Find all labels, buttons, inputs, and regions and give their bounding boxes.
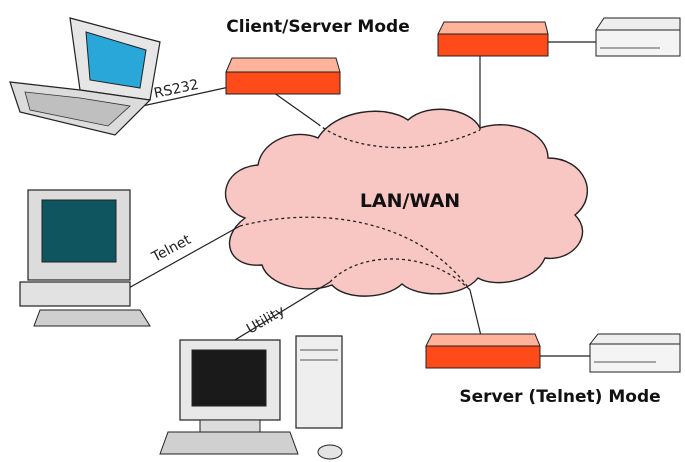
bottom-server-to-cloud-line bbox=[469, 289, 483, 341]
virtual-path-utility bbox=[329, 258, 471, 291]
lan-wan-cloud bbox=[224, 108, 588, 297]
virtual-path-telnet bbox=[239, 216, 471, 291]
telnet-label: Telnet bbox=[148, 232, 194, 266]
server-telnet-mode-title: Server (Telnet) Mode bbox=[459, 387, 660, 407]
client-server-mode-title: Client/Server Mode bbox=[226, 17, 409, 37]
workstation-icon bbox=[159, 335, 343, 460]
device-server-client bbox=[225, 57, 341, 95]
serial-terminal-bottom bbox=[588, 333, 681, 373]
device-server-bottom-right bbox=[425, 333, 541, 369]
serial-terminal-top bbox=[595, 17, 681, 57]
utility-label: Utility bbox=[244, 303, 288, 337]
cloud-label: LAN/WAN bbox=[360, 190, 460, 212]
laptop-icon bbox=[9, 17, 161, 136]
device-server-to-cloud-line bbox=[269, 89, 319, 125]
desktop-computer-icon bbox=[19, 189, 151, 327]
telnet-line bbox=[124, 225, 241, 291]
virtual-path-client-server bbox=[317, 123, 481, 149]
device-server-top-right bbox=[437, 21, 549, 57]
utility-line bbox=[229, 281, 331, 344]
